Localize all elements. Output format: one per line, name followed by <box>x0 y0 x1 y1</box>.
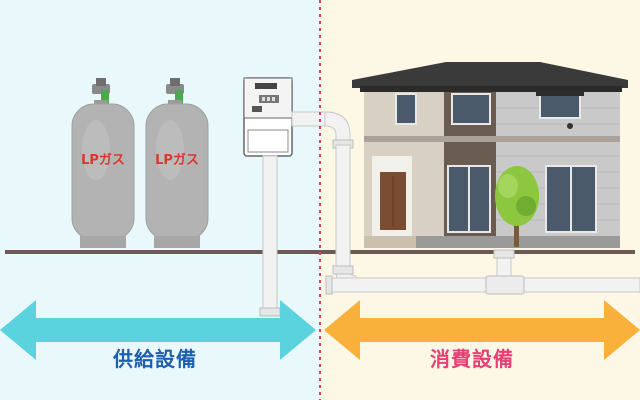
gas-cylinder-1: LPガス <box>71 78 135 248</box>
cylinder-1-label: LPガス <box>81 153 125 168</box>
house <box>352 62 628 248</box>
supply-label: 供給設備 <box>113 347 197 371</box>
gas-meter <box>243 77 293 157</box>
tree <box>495 166 539 247</box>
consumption-arrow <box>324 300 640 360</box>
consumption-label: 消費設備 <box>430 347 514 371</box>
consumption-riser-pipe <box>335 144 351 276</box>
supply-arrow <box>0 300 316 360</box>
gas-cylinder-2: LPガス <box>145 78 209 248</box>
supply-pipe-vertical <box>262 155 278 317</box>
consumption-pipe-horizontal <box>325 277 640 293</box>
cylinder-2-label: LPガス <box>155 153 199 168</box>
